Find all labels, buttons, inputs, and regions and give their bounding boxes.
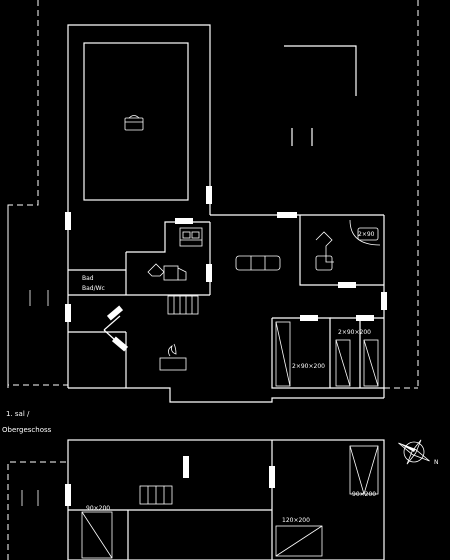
door [300,315,318,321]
plot-boundary [7,0,419,389]
sofa-icon [235,255,281,271]
bed-icon [81,511,113,559]
kitchen-dining-icon [147,263,187,281]
door [338,282,356,288]
stairs-icon [167,295,199,315]
bed-icon [335,339,379,387]
bed-icon [275,321,291,387]
stairs-icon [139,485,173,505]
furniture [29,219,381,387]
door [206,186,212,204]
bed-size-label: 2×90×200 [338,329,371,336]
upper-doors [65,456,275,506]
sauna-icon [349,219,381,246]
closet-icon [29,290,49,306]
floor-label: 1. sal / [6,410,30,418]
floor-label-2: Obergeschoss [2,426,52,434]
door [277,212,297,218]
door [356,315,374,321]
armchair-icon [315,231,334,271]
bed-icon [275,525,323,557]
bed-size-label: 2×90 [358,231,375,238]
outdoor-furniture [284,45,357,146]
storage-label-2: Bad/Wc [82,285,105,292]
door [175,218,193,224]
compass-rose: N [398,439,439,466]
upper-furniture [21,445,379,559]
ground-floor-walls [67,214,385,403]
door-swings [103,305,129,352]
doors [65,186,387,322]
bed-size-label: 90×200 [86,505,110,512]
upper-floor-walls [7,439,385,560]
bed-size-label: 2×90×200 [292,363,325,370]
bed-size-label: 120×200 [282,517,310,524]
pool [83,42,189,201]
door [65,212,71,230]
oven-icon [179,227,203,247]
door [381,292,387,310]
door [65,304,71,322]
bed-size-label: 90×200 [352,491,376,498]
wood-stove-icon [159,343,187,371]
compass-north-label: N [434,459,439,466]
pool-icon [124,115,144,131]
bed-icon [349,445,379,495]
terrace [67,24,211,215]
door [206,264,212,282]
storage-label: Bad [82,275,94,282]
